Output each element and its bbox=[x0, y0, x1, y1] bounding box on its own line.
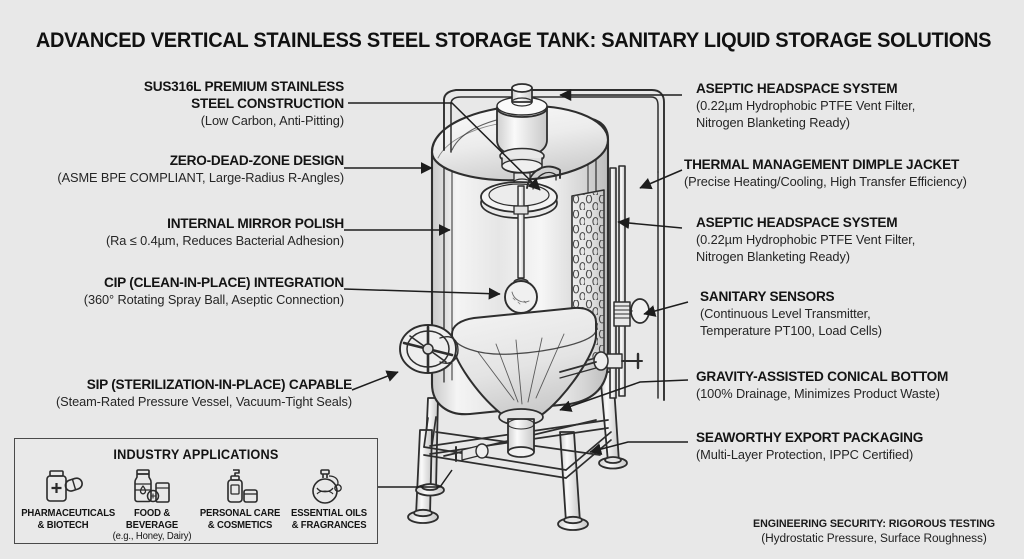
industry-label-line1: PERSONAL CARE bbox=[200, 508, 281, 519]
callout-sip-capable: SIP (STERILIZATION-IN-PLACE) CAPABLE (St… bbox=[4, 377, 352, 411]
industry-item-pharmaceuticals: PHARMACEUTICALS & BIOTECH bbox=[19, 467, 116, 531]
callout-sub: (Precise Heating/Cooling, High Transfer … bbox=[684, 174, 967, 189]
engineering-security-note: ENGINEERING SECURITY: RIGOROUS TESTING (… bbox=[738, 518, 1010, 545]
callout-export-packaging: SEAWORTHY EXPORT PACKAGING (Multi-Layer … bbox=[696, 430, 1024, 464]
callout-head: ASEPTIC HEADSPACE SYSTEM bbox=[696, 215, 898, 231]
industry-label-line2: & BIOTECH bbox=[37, 519, 89, 531]
callout-head: ZERO-DEAD-ZONE DESIGN bbox=[169, 153, 345, 169]
callout-sub-line2: Nitrogen Blanketing Ready) bbox=[696, 114, 850, 130]
callout-zero-dead-zone: ZERO-DEAD-ZONE DESIGN (ASME BPE COMPLIAN… bbox=[14, 153, 344, 187]
tank-dome bbox=[430, 104, 610, 182]
callout-head: GRAVITY-ASSISTED CONICAL BOTTOM bbox=[696, 369, 949, 385]
footer-head: ENGINEERING SECURITY: RIGOROUS TESTING bbox=[753, 518, 995, 530]
callout-aseptic-headspace-mid: ASEPTIC HEADSPACE SYSTEM (0.22µm Hydroph… bbox=[696, 215, 1022, 265]
callout-head: SUS316L PREMIUM STAINLESS bbox=[143, 79, 344, 95]
pump-bottle-icon bbox=[196, 467, 284, 507]
callout-sub: (Ra ≤ 0.4µm, Reduces Bacterial Adhesion) bbox=[105, 233, 344, 248]
industry-label: FOOD & BEVERAGE (e.g., Honey, Dairy) bbox=[110, 508, 194, 543]
callout-sub: (ASME BPE COMPLIANT, Large-Radius R-Angl… bbox=[57, 170, 345, 185]
callout-sub: (0.22µm Hydrophobic PTFE Vent Filter, bbox=[696, 98, 916, 113]
callout-head: SIP (STERILIZATION-IN-PLACE) CAPABLE bbox=[86, 377, 353, 393]
industry-label-line1: PHARMACEUTICALS bbox=[21, 508, 116, 519]
callout-sus316l-construction: SUS316L PREMIUM STAINLESS STEEL CONSTRUC… bbox=[32, 79, 344, 130]
industry-label: PHARMACEUTICALS & BIOTECH bbox=[21, 508, 116, 531]
industry-label: ESSENTIAL OILS & FRAGRANCES bbox=[287, 508, 371, 531]
industry-label-note: (e.g., Honey, Dairy) bbox=[112, 531, 192, 542]
page-title: ADVANCED VERTICAL STAINLESS STEEL STORAG… bbox=[35, 28, 992, 52]
leader-conical-bottom bbox=[559, 379, 689, 412]
industry-item-personal-care: PERSONAL CARE & COSMETICS bbox=[196, 467, 284, 531]
lower-drain-valve bbox=[455, 443, 489, 462]
jacket-piping bbox=[609, 165, 626, 399]
leader-sip bbox=[351, 370, 399, 391]
sanitary-sensor-port bbox=[613, 298, 650, 327]
callout-head-line2: STEEL CONSTRUCTION bbox=[191, 96, 344, 112]
dimple-jacket-panel bbox=[571, 189, 605, 365]
tank-shell bbox=[430, 116, 610, 416]
callout-sub: (360° Rotating Spray Ball, Aseptic Conne… bbox=[83, 292, 344, 307]
callout-cip-integration: CIP (CLEAN-IN-PLACE) INTEGRATION (360° R… bbox=[4, 275, 344, 309]
callout-head: SANITARY SENSORS bbox=[700, 289, 835, 305]
callout-sub: (Steam-Rated Pressure Vessel, Vacuum-Tig… bbox=[56, 394, 352, 409]
leader-dimple-jacket bbox=[639, 169, 683, 190]
callout-head: CIP (CLEAN-IN-PLACE) INTEGRATION bbox=[104, 275, 345, 291]
callout-aseptic-headspace-top: ASEPTIC HEADSPACE SYSTEM (0.22µm Hydroph… bbox=[696, 81, 1022, 131]
side-manway-handwheel bbox=[399, 324, 459, 374]
industry-label-line1: FOOD & BEVERAGE bbox=[125, 508, 178, 531]
leader-sus316l bbox=[348, 102, 541, 191]
pill-bottle-icon bbox=[19, 467, 107, 507]
footer-sub: (Hydrostatic Pressure, Surface Roughness… bbox=[761, 531, 987, 545]
bottom-drain-outlet bbox=[498, 408, 544, 458]
industry-label-line1: ESSENTIAL OILS bbox=[290, 508, 367, 519]
callout-thermal-dimple-jacket: THERMAL MANAGEMENT DIMPLE JACKET (Precis… bbox=[684, 157, 1024, 191]
callout-sub: (Multi-Layer Protection, IPPC Certified) bbox=[696, 447, 914, 462]
callout-sanitary-sensors: SANITARY SENSORS (Continuous Level Trans… bbox=[700, 289, 1022, 339]
leg-cross-braces bbox=[423, 416, 612, 479]
honey-jar-icon bbox=[108, 467, 196, 507]
leader-sensors bbox=[643, 301, 689, 317]
perfume-flask-icon bbox=[285, 467, 373, 507]
conical-bottom bbox=[451, 306, 597, 423]
leader-cip bbox=[343, 287, 501, 300]
industry-label-line2: & FRAGRANCES bbox=[291, 519, 367, 531]
vent-filter-assembly bbox=[496, 83, 548, 186]
industry-label: PERSONAL CARE & COSMETICS bbox=[198, 508, 282, 531]
callout-head: ASEPTIC HEADSPACE SYSTEM bbox=[696, 81, 898, 97]
callout-sub: (0.22µm Hydrophobic PTFE Vent Filter, bbox=[696, 232, 916, 247]
callout-head: SEAWORTHY EXPORT PACKAGING bbox=[696, 430, 924, 446]
industry-item-essential-oils: ESSENTIAL OILS & FRAGRANCES bbox=[285, 467, 373, 531]
leader-packaging bbox=[589, 441, 688, 455]
callout-head: THERMAL MANAGEMENT DIMPLE JACKET bbox=[684, 157, 960, 173]
callout-sub: (100% Drainage, Minimizes Product Waste) bbox=[696, 386, 940, 401]
callout-conical-bottom: GRAVITY-ASSISTED CONICAL BOTTOM (100% Dr… bbox=[696, 369, 1024, 403]
cip-spray-ball bbox=[504, 185, 538, 314]
callout-internal-mirror-polish: INTERNAL MIRROR POLISH (Ra ≤ 0.4µm, Redu… bbox=[14, 216, 344, 250]
callout-head: INTERNAL MIRROR POLISH bbox=[167, 216, 344, 232]
top-cross-pipe bbox=[443, 89, 665, 401]
sample-valve bbox=[559, 351, 643, 379]
leader-aseptic-mid bbox=[617, 217, 683, 230]
callout-sub: (Continuous Level Transmitter, bbox=[700, 306, 871, 321]
industry-item-food-beverage: FOOD & BEVERAGE (e.g., Honey, Dairy) bbox=[108, 467, 196, 543]
industry-label-line2: & COSMETICS bbox=[208, 519, 273, 531]
industry-panel-title: INDUSTRY APPLICATIONS bbox=[113, 447, 279, 462]
dome-manway bbox=[480, 165, 561, 219]
callout-sub: (Low Carbon, Anti-Pitting) bbox=[200, 113, 344, 128]
leader-industry-box bbox=[378, 469, 453, 488]
callout-sub-line2: Nitrogen Blanketing Ready) bbox=[696, 248, 850, 264]
industry-items-row: PHARMACEUTICALS & BIOTECH FOOD & BEVERA bbox=[15, 467, 377, 543]
callout-sub-line2: Temperature PT100, Load Cells) bbox=[700, 322, 882, 338]
support-legs bbox=[407, 371, 628, 531]
industry-applications-panel: INDUSTRY APPLICATIONS PHARMACEUTICALS & … bbox=[14, 438, 378, 544]
